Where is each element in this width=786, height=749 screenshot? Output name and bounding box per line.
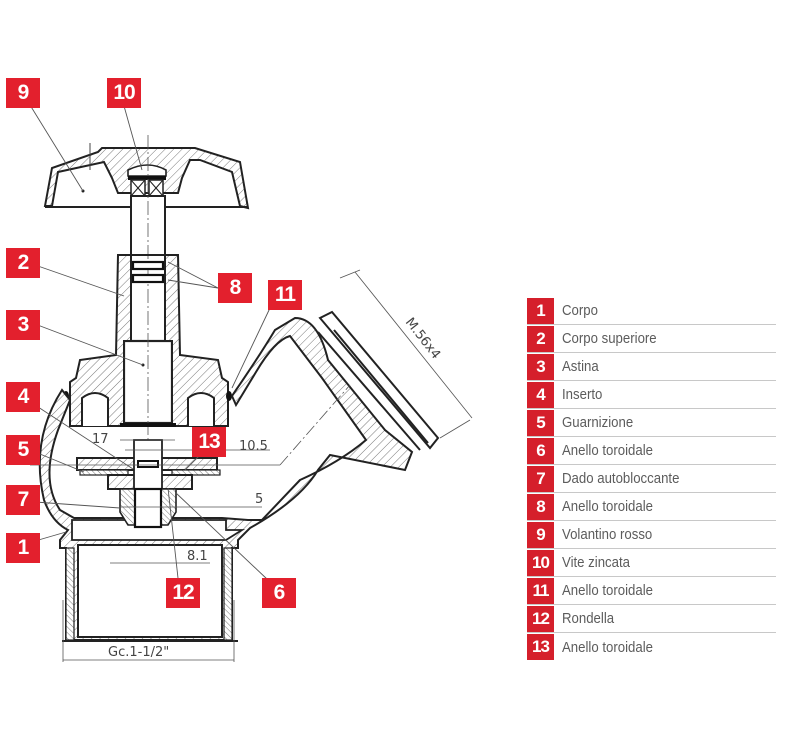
legend-item: 3 Astina bbox=[527, 353, 776, 381]
legend-item: 9 Volantino rosso bbox=[527, 521, 776, 549]
legend-label: Dado autobloccante bbox=[562, 470, 680, 487]
dim-10-5: 10.5 bbox=[239, 439, 268, 454]
legend-number: 3 bbox=[527, 353, 554, 380]
callout-6: 6 bbox=[262, 578, 296, 608]
legend-number: 8 bbox=[527, 493, 554, 520]
parts-legend: 1 Corpo 2 Corpo superiore 3 Astina 4 Inserto… bbox=[527, 297, 776, 661]
legend-number: 11 bbox=[527, 577, 554, 604]
legend-label: Rondella bbox=[562, 610, 615, 627]
callout-1: 1 bbox=[6, 533, 40, 563]
legend-number: 9 bbox=[527, 521, 554, 548]
legend-number: 2 bbox=[527, 325, 554, 352]
dim-5: 5 bbox=[255, 492, 263, 507]
legend-item: 11 Anello toroidale bbox=[527, 577, 776, 605]
callout-5: 5 bbox=[6, 435, 40, 465]
insert-disc-part bbox=[76, 439, 221, 529]
legend-item: 12 Rondella bbox=[527, 605, 776, 633]
callout-7: 7 bbox=[6, 485, 40, 515]
upper-body-part bbox=[63, 254, 232, 427]
main-body-part bbox=[38, 310, 440, 642]
legend-item: 6 Anello toroidale bbox=[527, 437, 776, 465]
callout-10: 10 bbox=[107, 78, 141, 108]
legend-number: 7 bbox=[527, 465, 554, 492]
legend-label: Guarnizione bbox=[562, 414, 634, 431]
callout-4: 4 bbox=[6, 382, 40, 412]
legend-item: 8 Anello toroidale bbox=[527, 493, 776, 521]
legend-label: Astina bbox=[562, 358, 599, 375]
legend-label: Vite zincata bbox=[562, 554, 631, 571]
legend-item: 4 Inserto bbox=[527, 381, 776, 409]
dim-8-1: 8.1 bbox=[187, 549, 208, 564]
legend-number: 13 bbox=[527, 634, 554, 660]
dim-17: 17 bbox=[92, 432, 109, 447]
legend-number: 6 bbox=[527, 437, 554, 464]
leader-lines bbox=[29, 104, 271, 581]
valve-cross-section-drawing: 17 10.5 5 8.1 Gc.1-1/2" M.56x4 bbox=[29, 104, 473, 662]
legend-item: 1 Corpo bbox=[527, 297, 776, 325]
legend-label: Anello toroidale bbox=[562, 582, 653, 599]
legend-label: Anello toroidale bbox=[562, 442, 653, 459]
legend-label: Corpo superiore bbox=[562, 330, 657, 347]
callout-2: 2 bbox=[6, 248, 40, 278]
legend-item: 5 Guarnizione bbox=[527, 409, 776, 437]
legend-label: Anello toroidale bbox=[562, 498, 653, 515]
legend-label: Corpo bbox=[562, 302, 598, 319]
legend-number: 10 bbox=[527, 549, 554, 576]
callout-8: 8 bbox=[218, 273, 252, 303]
legend-item: 2 Corpo superiore bbox=[527, 325, 776, 353]
callout-9: 9 bbox=[6, 78, 40, 108]
legend-label: Anello toroidale bbox=[562, 638, 653, 656]
legend-label: Inserto bbox=[562, 386, 603, 403]
legend-number: 1 bbox=[527, 297, 554, 324]
legend-item: 13 Anello toroidale bbox=[527, 633, 776, 661]
dim-inlet-thread: Gc.1-1/2" bbox=[108, 645, 169, 660]
legend-number: 12 bbox=[527, 605, 554, 632]
legend-item: 10 Vite zincata bbox=[527, 549, 776, 577]
legend-label: Volantino rosso bbox=[562, 526, 653, 543]
callout-3: 3 bbox=[6, 310, 40, 340]
callout-11: 11 bbox=[268, 280, 302, 310]
callout-12: 12 bbox=[166, 578, 200, 608]
callout-13: 13 bbox=[192, 427, 226, 457]
legend-number: 5 bbox=[527, 409, 554, 436]
legend-item: 7 Dado autobloccante bbox=[527, 465, 776, 493]
legend-number: 4 bbox=[527, 381, 554, 408]
